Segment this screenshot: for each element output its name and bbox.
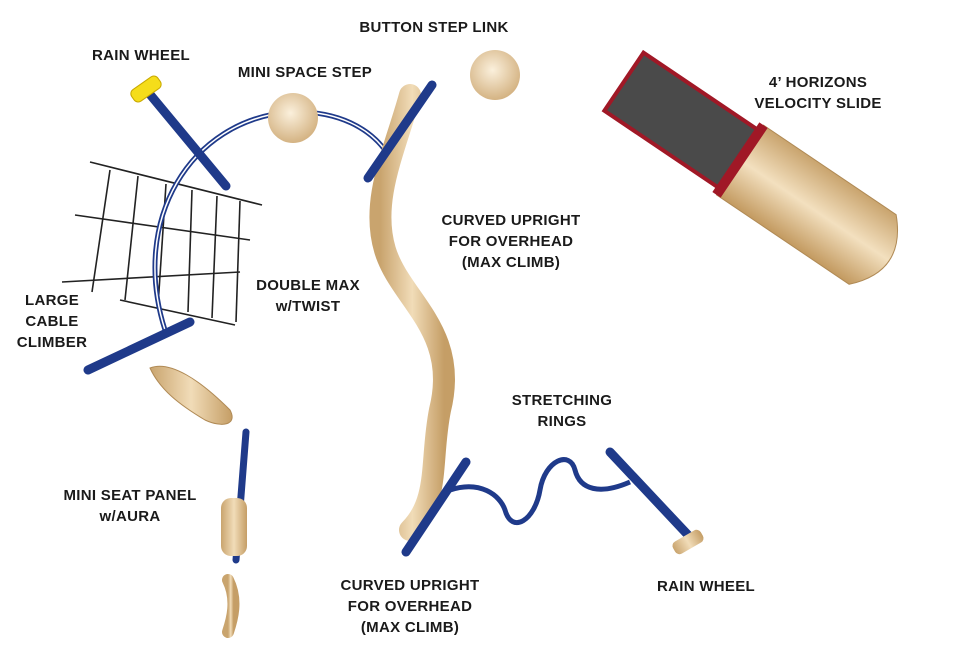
velocity-slide [601, 49, 898, 285]
button-step-link-ball [470, 50, 520, 100]
stretching-rings-bar [449, 457, 631, 525]
mini-space-step-ball [268, 93, 318, 143]
label-mini-space-step: MINI SPACE STEP [237, 64, 373, 81]
rain-wheel-bottom [672, 529, 704, 555]
curved-upright [369, 84, 456, 541]
label-rain-wheel-bottom: RAIN WHEEL [657, 578, 755, 595]
cable-climber-holds [149, 365, 233, 425]
rain-wheel-post-top [143, 87, 231, 191]
rain-wheel-yellow [130, 75, 162, 103]
label-button-step-link: BUTTON STEP LINK [359, 19, 509, 36]
cable-climber-net [61, 161, 263, 326]
label-rain-wheel-top: RAIN WHEEL [92, 47, 190, 64]
mini-seat-panel [221, 498, 247, 556]
